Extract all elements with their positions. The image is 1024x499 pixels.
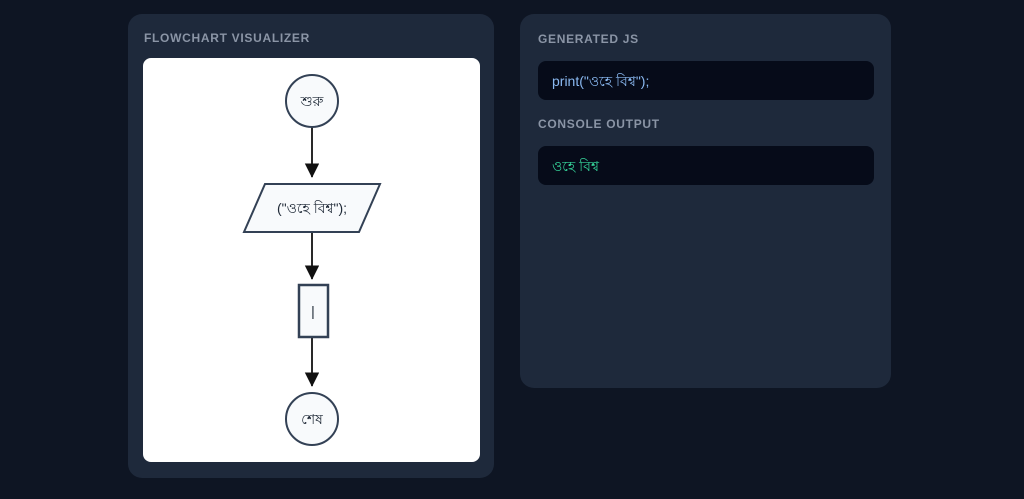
generated-js-box: print("ওহে বিশ্ব");	[538, 61, 874, 100]
end-node	[285, 392, 339, 446]
flowchart-panel-title: FLOWCHART VISUALIZER	[144, 31, 310, 45]
end-node-label: শেষ	[301, 411, 323, 427]
io-node	[242, 183, 382, 233]
output-panel: GENERATED JS print("ওহে বিশ্ব"); CONSOLE…	[520, 14, 891, 388]
io-node-label: ("ওহে বিশ্ব");	[277, 200, 347, 216]
start-node	[285, 74, 339, 128]
process-node	[297, 283, 330, 339]
flowchart-canvas: শুরু ("ওহে বিশ্ব"); | শেষ	[143, 58, 480, 462]
generated-js-code: print("ওহে বিশ্ব");	[552, 72, 650, 89]
console-output-title: CONSOLE OUTPUT	[538, 117, 660, 131]
start-node-label: শুরু	[300, 93, 324, 109]
console-output-text: ওহে বিশ্ব	[552, 157, 599, 174]
process-node-label: |	[311, 303, 315, 319]
generated-js-title: GENERATED JS	[538, 32, 639, 46]
flowchart-svg: শুরু ("ওহে বিশ্ব"); | শেষ	[242, 74, 382, 446]
console-output-box: ওহে বিশ্ব	[538, 146, 874, 185]
flowchart-panel: FLOWCHART VISUALIZER শুরু ("ওহে বিশ্ব");	[128, 14, 494, 478]
